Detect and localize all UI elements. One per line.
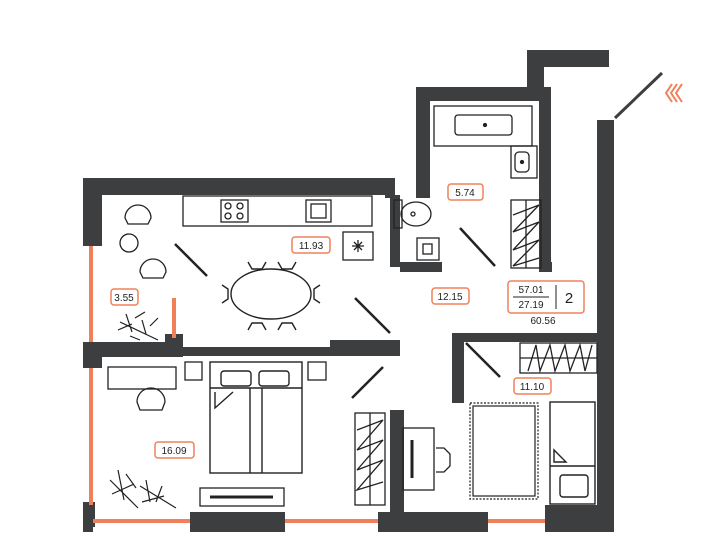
bathtub-icon — [433, 105, 533, 147]
bathroom-shelf-icon — [510, 199, 542, 269]
rug-icon — [469, 402, 539, 500]
bedroom-area-label: 16.09 — [161, 446, 186, 457]
hall-area-label: 12.15 — [437, 292, 462, 303]
dining-table-icon — [221, 261, 321, 331]
toilet-icon — [393, 199, 432, 229]
bedroom2-area-label: 11.10 — [520, 382, 545, 393]
wardrobe-icon — [354, 412, 386, 506]
summary-box — [507, 280, 585, 314]
walls — [83, 50, 614, 532]
desk-icon — [402, 427, 451, 491]
kitchen-area-label: 11.93 — [299, 241, 324, 252]
single-bed-icon — [549, 401, 596, 505]
kitchen-counter-icon — [182, 195, 374, 261]
living-area-value: 57.01 — [518, 285, 543, 296]
bedroom2-area-label-box — [513, 377, 552, 395]
balcony-area-label-box — [110, 288, 139, 306]
bedroom-plant-icon — [109, 469, 177, 509]
rooms-count: 2 — [565, 290, 573, 307]
balcony-area-label: 3.55 — [114, 293, 134, 304]
bedroom2-wardrobe-icon — [519, 342, 598, 374]
bedroom-area-label-box — [154, 441, 195, 459]
armchair-icon — [136, 387, 166, 411]
kitchen-area-value: 27.19 — [518, 300, 543, 311]
balcony-chairs-icon — [119, 204, 167, 279]
entrance-door — [613, 71, 664, 120]
tv-stand-icon — [199, 487, 285, 507]
bathroom-area-label: 5.74 — [455, 188, 475, 199]
kitchen-area-label-box — [291, 236, 331, 254]
bathroom-area-label-box — [447, 183, 484, 201]
hall-area-label-box — [431, 287, 470, 305]
washing-machine-icon — [416, 237, 440, 261]
double-bed-icon — [209, 361, 303, 474]
plant-icon — [117, 311, 159, 341]
bedside-tables-icon — [107, 361, 327, 390]
doors — [174, 227, 501, 399]
windows — [89, 246, 545, 523]
entrance-chevrons-icon — [664, 83, 683, 103]
sink-icon — [510, 145, 538, 179]
area-summary: 57.01 27.19 2 60.56 — [507, 280, 585, 327]
total-area-value: 60.56 — [530, 316, 555, 327]
